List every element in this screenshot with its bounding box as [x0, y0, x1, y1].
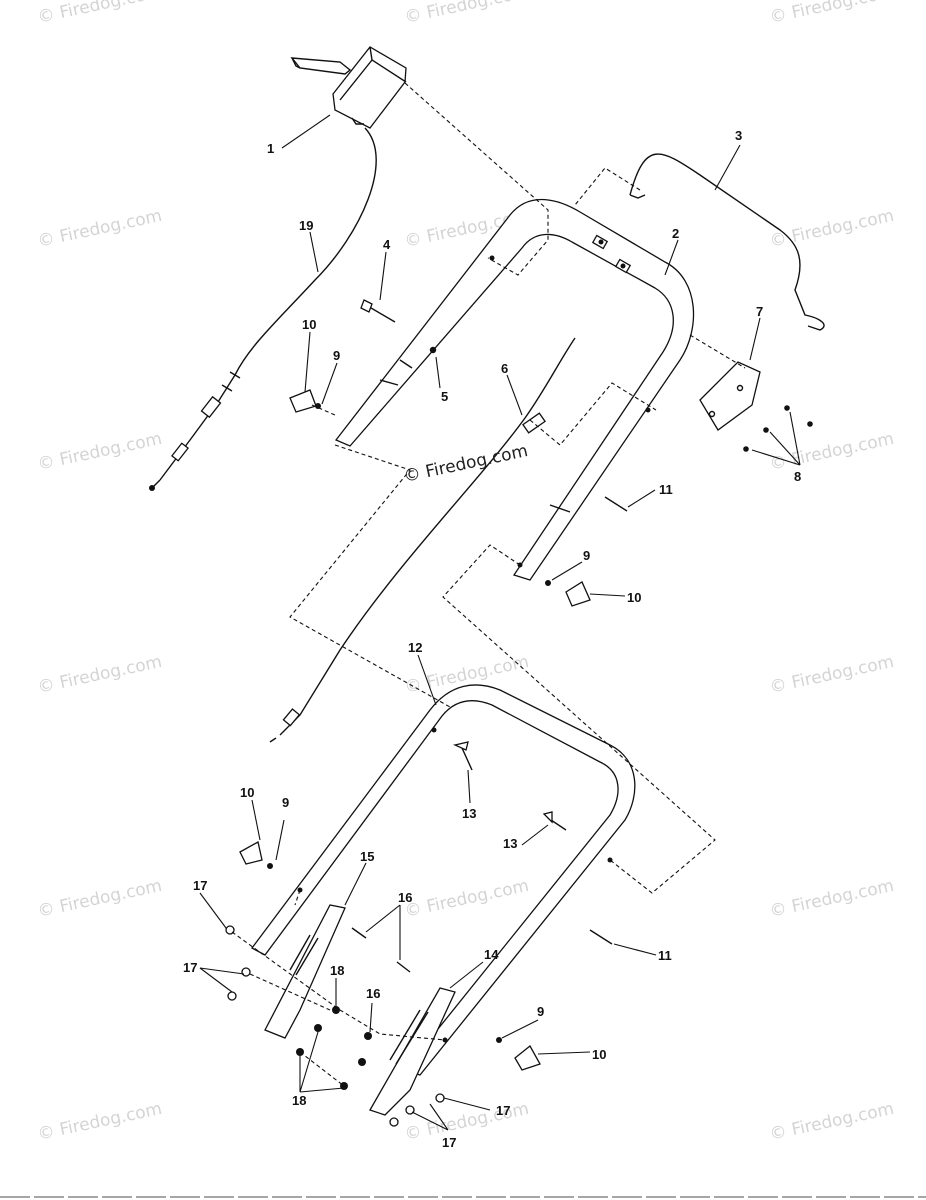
- callout-12: 12: [408, 640, 422, 655]
- callout-11: 11: [659, 482, 673, 497]
- wing-knob-part: [239, 389, 591, 1071]
- callout-18: 18: [330, 963, 344, 978]
- nut-part-5: [429, 346, 437, 354]
- upper-handle-part: [334, 198, 695, 581]
- nut-part-18: [296, 1006, 372, 1090]
- callout-4: 4: [383, 237, 391, 252]
- callout-16: 16: [366, 986, 380, 1001]
- bail-rod-part: [629, 153, 825, 331]
- control-box-part: [290, 46, 407, 129]
- left-bracket-part: [264, 904, 346, 1039]
- callout-18: 18: [292, 1093, 306, 1108]
- throttle-cable-part: [269, 337, 576, 743]
- cover-plate-part: [699, 361, 761, 431]
- callout-17: 17: [442, 1135, 456, 1150]
- callout-9: 9: [537, 1004, 544, 1019]
- center-watermark: © Firedog.com: [402, 441, 530, 487]
- callout-15: 15: [360, 849, 374, 864]
- callout-8: 8: [794, 469, 801, 484]
- callout-9: 9: [333, 348, 340, 363]
- callout-19: 19: [299, 218, 313, 233]
- pin-part-11: [589, 496, 628, 945]
- screw-part-4: [360, 299, 396, 323]
- callout-9: 9: [282, 795, 289, 810]
- callout-6: 6: [501, 361, 508, 376]
- callout-labels: 1 2 3 4 5 6 7 8 9 9 9 9 10 10 10 10 11 1…: [183, 128, 801, 1150]
- screws-part-8: [743, 405, 813, 452]
- assembly-lines: [231, 82, 746, 1087]
- callout-13: 13: [503, 836, 517, 851]
- callout-3: 3: [735, 128, 742, 143]
- right-bracket-part: [369, 987, 456, 1116]
- callout-10: 10: [240, 785, 254, 800]
- callout-10: 10: [592, 1047, 606, 1062]
- callout-17: 17: [183, 960, 197, 975]
- callout-16: 16: [398, 890, 412, 905]
- bolt-part-16: [351, 927, 411, 973]
- callout-10: 10: [302, 317, 316, 332]
- control-cable-part: [149, 127, 377, 491]
- bolt-part-13: [452, 741, 567, 831]
- callout-17: 17: [496, 1103, 510, 1118]
- carriage-bolt-part-17: [225, 925, 445, 1127]
- callout-13: 13: [462, 806, 476, 821]
- callout-7: 7: [756, 304, 763, 319]
- callout-11: 11: [658, 948, 672, 963]
- callout-17: 17: [193, 878, 207, 893]
- callout-14: 14: [484, 947, 499, 962]
- leader-lines: [199, 114, 801, 1131]
- callout-10: 10: [627, 590, 641, 605]
- callout-5: 5: [441, 389, 448, 404]
- callout-9: 9: [583, 548, 590, 563]
- callout-1: 1: [267, 141, 274, 156]
- callout-2: 2: [672, 226, 679, 241]
